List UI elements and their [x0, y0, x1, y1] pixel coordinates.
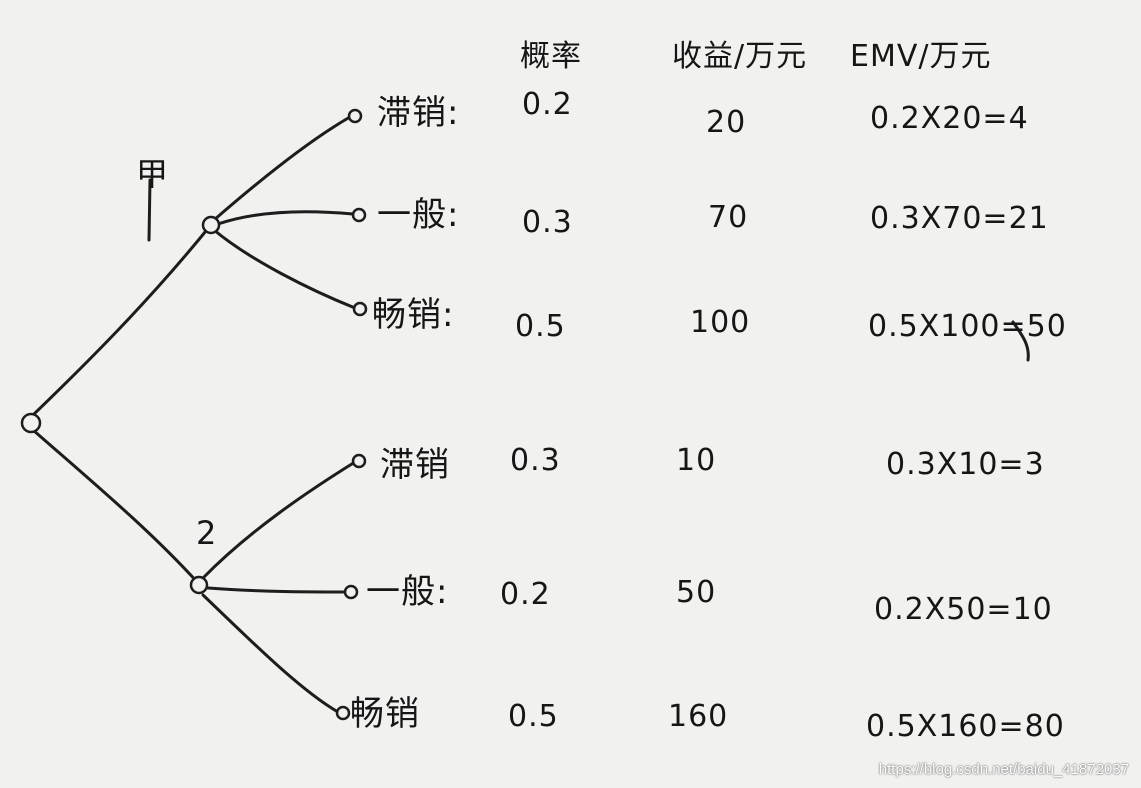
- chance-node-2: [189, 575, 209, 595]
- outcome-emv: 0.5X160=80: [866, 709, 1065, 744]
- outcome-probability: 0.3: [510, 443, 561, 478]
- branch-tag-1: 甲: [136, 155, 170, 193]
- edge-node2-good: [201, 593, 340, 714]
- strike-mark: [1011, 320, 1030, 362]
- end-node-5: [343, 584, 359, 600]
- end-node-1: [347, 108, 363, 124]
- outcome-probability: 0.5: [508, 699, 559, 734]
- outcome-label: 滞销: [380, 445, 450, 485]
- chance-node-1: [201, 215, 221, 235]
- edge-node1-good: [212, 228, 357, 310]
- pen-stroke-under-tag: [147, 178, 152, 242]
- outcome-gain: 160: [668, 699, 729, 734]
- outcome-label: 畅销:: [372, 295, 455, 335]
- watermark-url: https://blog.csdn.net/baidu_41872037: [878, 761, 1129, 778]
- end-node-2: [351, 207, 367, 223]
- outcome-label: 一般:: [377, 195, 460, 235]
- outcome-emv: 0.2X20=4: [870, 101, 1029, 136]
- outcome-emv: 0.5X100=50: [868, 309, 1067, 344]
- branch-tag-2: 2: [196, 514, 218, 552]
- end-node-4: [351, 453, 367, 469]
- outcome-label: 滞销:: [377, 93, 460, 133]
- edge-node2-slow: [201, 460, 357, 580]
- edge-root-to-node-2: [31, 428, 200, 585]
- outcome-gain: 70: [708, 200, 749, 235]
- outcome-label: 一般:: [366, 572, 449, 612]
- edge-node1-normal: [216, 210, 355, 226]
- decision-node-root: [20, 412, 42, 434]
- outcome-gain: 20: [706, 105, 747, 140]
- outcome-gain: 50: [676, 575, 717, 610]
- end-node-3: [352, 301, 368, 317]
- outcome-gain: 10: [676, 443, 717, 478]
- outcome-gain: 100: [690, 305, 751, 340]
- header-gain: 收益/万元: [672, 39, 808, 74]
- header-emv: EMV/万元: [850, 39, 992, 74]
- outcome-label: 畅销: [350, 694, 420, 734]
- outcome-emv: 0.2X50=10: [874, 592, 1053, 627]
- outcome-probability: 0.5: [515, 309, 566, 344]
- end-node-6: [335, 705, 351, 721]
- outcome-emv: 0.3X10=3: [886, 447, 1045, 482]
- edge-root-to-node-1: [31, 224, 212, 417]
- outcome-probability: 0.3: [522, 205, 573, 240]
- outcome-probability: 0.2: [522, 87, 573, 122]
- header-probability: 概率: [520, 39, 582, 74]
- edge-node2-normal: [206, 586, 347, 594]
- edge-node1-slow: [212, 115, 352, 222]
- outcome-emv: 0.3X70=21: [870, 201, 1049, 236]
- outcome-probability: 0.2: [500, 577, 551, 612]
